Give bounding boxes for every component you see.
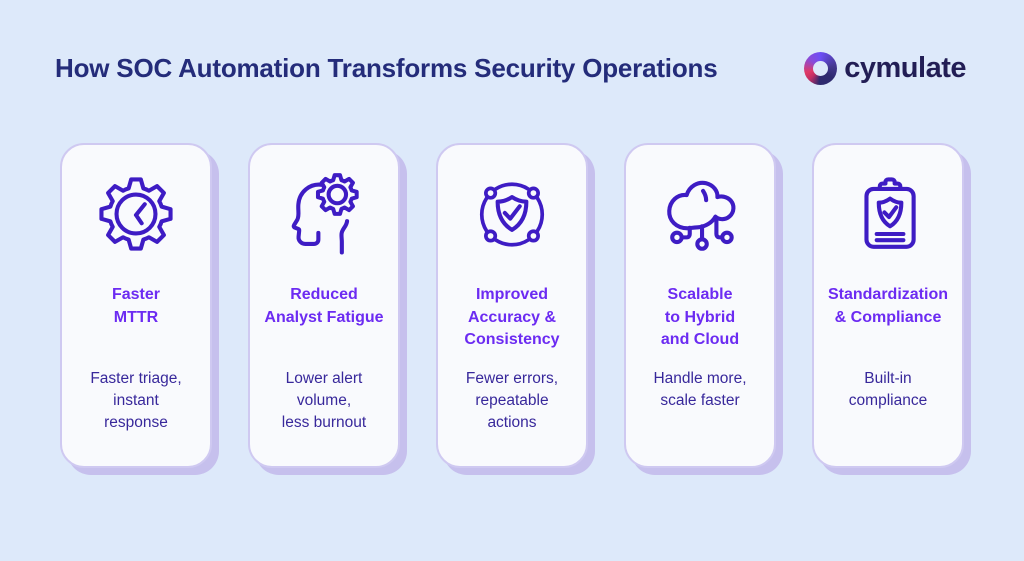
card-body: Fewer errors, repeatable actions	[465, 370, 559, 431]
card-body: Faster triage, instant response	[90, 370, 182, 431]
card-title: Scalable to Hybrid and Cloud	[660, 286, 740, 348]
clipboard-shield-icon	[847, 173, 929, 255]
card-improved-accuracy: Improved Accuracy & Consistency Fewer er…	[436, 143, 588, 468]
card-standardization-compliance: Standardization & Compliance Built-in co…	[812, 143, 964, 468]
card-body: Lower alert volume, less burnout	[281, 370, 367, 431]
card-body: Handle more, scale faster	[653, 370, 747, 409]
card-title: Standardization & Compliance	[827, 286, 948, 326]
card-scalable-hybrid-cloud: Scalable to Hybrid and Cloud Handle more…	[624, 143, 776, 468]
card-faster-mttr: Faster MTTR Faster triage, instant respo…	[60, 143, 212, 468]
card-title: Faster MTTR	[111, 286, 161, 326]
head-gear-icon	[283, 173, 365, 255]
brand-logo: cymulate	[804, 51, 966, 85]
gear-clock-icon	[95, 173, 177, 255]
card-reduced-analyst-fatigue: Reduced Analyst Fatigue Lower alert volu…	[248, 143, 400, 468]
card-title: Improved Accuracy & Consistency	[464, 286, 560, 348]
cloud-network-icon	[659, 173, 741, 255]
brand-name: cymulate	[844, 51, 966, 84]
page-title: How SOC Automation Transforms Security O…	[55, 52, 718, 83]
benefit-cards-row: Faster MTTR Faster triage, instant respo…	[60, 143, 964, 468]
shield-check-network-icon	[471, 173, 553, 255]
header: How SOC Automation Transforms Security O…	[55, 48, 966, 88]
card-body: Built-in compliance	[848, 370, 928, 409]
card-title: Reduced Analyst Fatigue	[264, 286, 384, 326]
ring-logo-icon	[804, 51, 838, 85]
